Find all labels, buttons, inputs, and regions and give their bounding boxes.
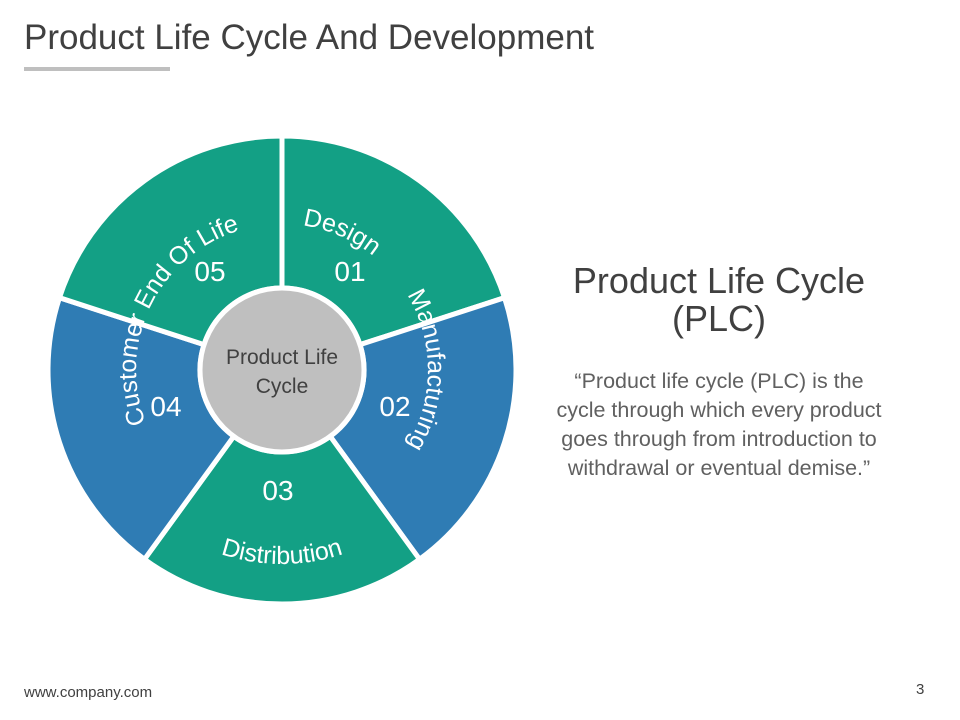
segment-number-01: 01 bbox=[334, 256, 365, 287]
page-number: 3 bbox=[916, 681, 925, 698]
plc-heading-line-1: Product Life Cycle bbox=[572, 260, 866, 301]
center-hub bbox=[197, 285, 367, 455]
segment-number-05: 05 bbox=[194, 256, 225, 287]
title-underline bbox=[24, 67, 170, 71]
segment-number-04: 04 bbox=[150, 391, 181, 422]
segment-number-03: 03 bbox=[262, 475, 293, 506]
plc-description-line-3: goes through from introduction to bbox=[561, 427, 877, 451]
plc-heading-line-2: (PLC) bbox=[671, 298, 766, 339]
center-label-line-2: Cycle bbox=[256, 375, 309, 398]
plc-heading: Product Life Cycle (PLC) bbox=[538, 262, 900, 338]
plc-description-line-1: “Product life cycle (PLC) is the bbox=[574, 369, 864, 393]
footer-url[interactable]: www.company.com bbox=[24, 684, 153, 701]
segment-number-02: 02 bbox=[379, 391, 410, 422]
plc-description: “Product life cycle (PLC) is the cycle t… bbox=[522, 367, 916, 483]
slide-title: Product Life Cycle And Development bbox=[24, 18, 595, 57]
plc-description-line-2: cycle through which every product bbox=[556, 398, 882, 422]
plc-description-line-4: withdrawal or eventual demise.” bbox=[567, 456, 871, 480]
center-label-line-1: Product Life bbox=[226, 346, 338, 369]
